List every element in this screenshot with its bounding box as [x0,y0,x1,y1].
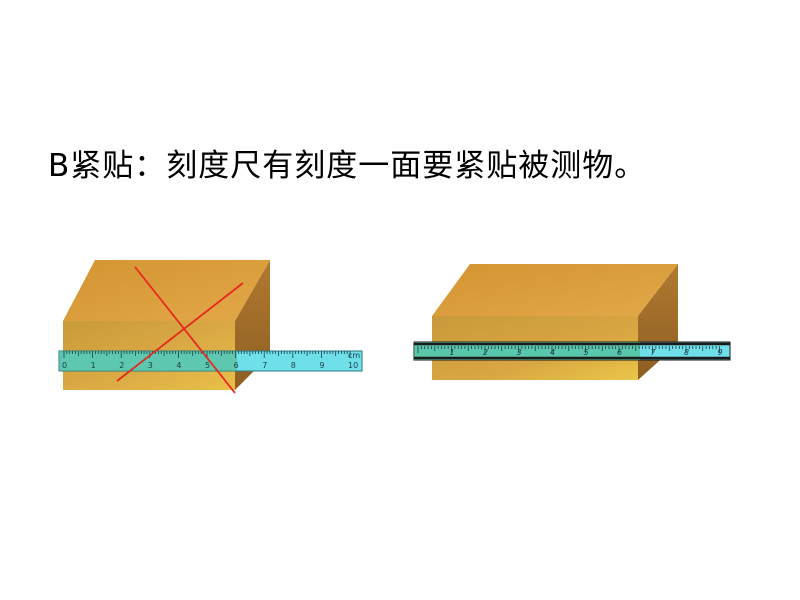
ruler-number: 8 [291,361,296,370]
ruler-number: 7 [262,361,267,370]
ruler-number: 4 [176,361,181,370]
block-top-face [432,264,678,316]
ruler-number: 9 [718,348,723,357]
ruler-number: 9 [319,361,324,370]
ruler-number: 10 [348,361,358,370]
figure-correct-method: 1 2 3 4 5 6 7 8 9 [410,260,732,385]
ruler-number: 2 [483,348,488,357]
wrong-method-illustration: 0 1 2 3 4 5 6 7 8 9 10 cm [58,260,363,394]
ruler-number: 1 [450,348,455,357]
ruler-number: 5 [584,348,589,357]
ruler-number: 3 [517,348,522,357]
wrong-x-mark [116,266,244,394]
ruler-number: 6 [617,348,622,357]
ruler-correct: 1 2 3 4 5 6 7 8 9 [413,341,731,361]
ruler-number: 6 [234,361,239,370]
ruler-number: 2 [119,361,124,370]
ruler-number: 5 [205,361,210,370]
slide-title: B紧贴：刻度尺有刻度一面要紧贴被测物。 [48,148,647,184]
block-top-face [63,260,270,321]
ruler-number: 1 [91,361,96,370]
ruler-number: 0 [62,361,67,370]
ruler-number: 4 [550,348,555,357]
ruler-unit-label: cm [348,351,360,360]
correct-method-illustration: 1 2 3 4 5 6 7 8 9 [413,264,731,380]
ruler-number: 3 [148,361,153,370]
figure-wrong-method: 0 1 2 3 4 5 6 7 8 9 10 cm [55,255,370,395]
ruler-number: 7 [651,348,657,357]
ruler-number: 8 [684,348,689,357]
